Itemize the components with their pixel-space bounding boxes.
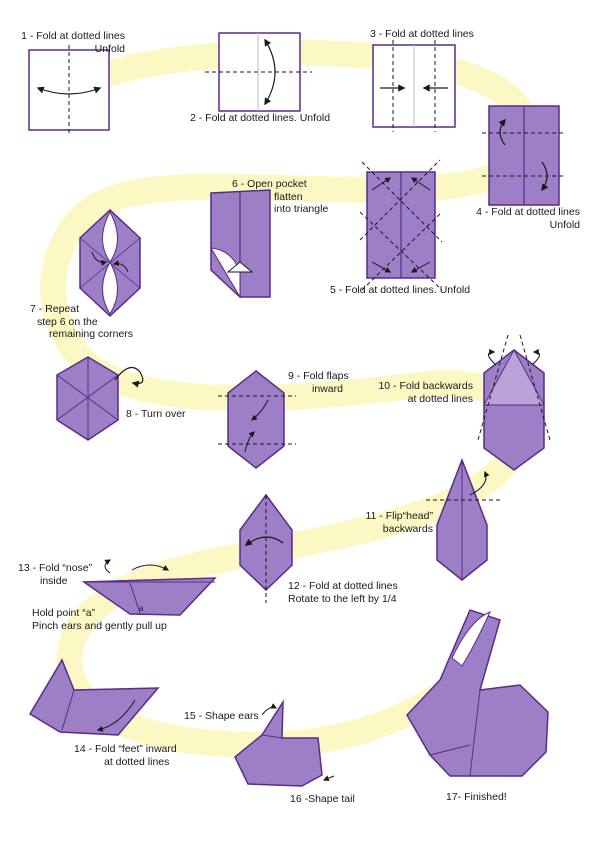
step-2-label: 2 - Fold at dotted lines. Unfold	[190, 112, 331, 124]
step-6-label: 6 - Open pocket flatten into triangle	[232, 178, 329, 215]
step-16-label: 16 -Shape tail	[290, 793, 355, 805]
step-5-label: 5 - Fold at dotted lines. Unfold	[330, 284, 471, 296]
step-9-label: 9 - Fold flaps inward	[288, 370, 349, 395]
step-15-figure	[234, 699, 335, 787]
step-13-figure	[81, 559, 217, 616]
step-13-label: 13 - Fold “nose” inside	[18, 562, 93, 587]
step-6-figure	[210, 189, 271, 299]
step-7-figure	[79, 208, 141, 318]
step-3-figure	[372, 40, 456, 132]
step-13-hold-note: Hold point “a”Pinch ears and gently pull…	[32, 607, 167, 632]
step-8-figure	[56, 356, 144, 441]
step-17-figure	[406, 609, 549, 777]
step-11-label: 11 - Flip“head”backwards	[365, 510, 433, 535]
point-a-label: a	[139, 604, 144, 613]
step-15-label: 15 - Shape ears	[184, 710, 259, 722]
step-14-label: 14 - Fold “feet” inward at dotted lines	[74, 743, 177, 768]
step-12-figure	[239, 493, 293, 603]
step-5-figure	[359, 159, 443, 291]
step-3-label: 3 - Fold at dotted lines	[370, 28, 474, 40]
step-4-figure	[482, 105, 566, 206]
step-11-figure	[426, 457, 500, 581]
step-17-label: 17- Finished!	[446, 791, 507, 803]
step-8-label: 8 - Turn over	[126, 408, 186, 420]
step-14-figure	[28, 658, 160, 736]
step-1-figure	[28, 45, 110, 135]
step-9-figure	[218, 370, 296, 469]
step-7-label: 7 - Repeat step 6 on the remaining corne…	[30, 303, 134, 340]
step-10-figure	[477, 334, 551, 471]
step-2-figure	[205, 32, 312, 112]
